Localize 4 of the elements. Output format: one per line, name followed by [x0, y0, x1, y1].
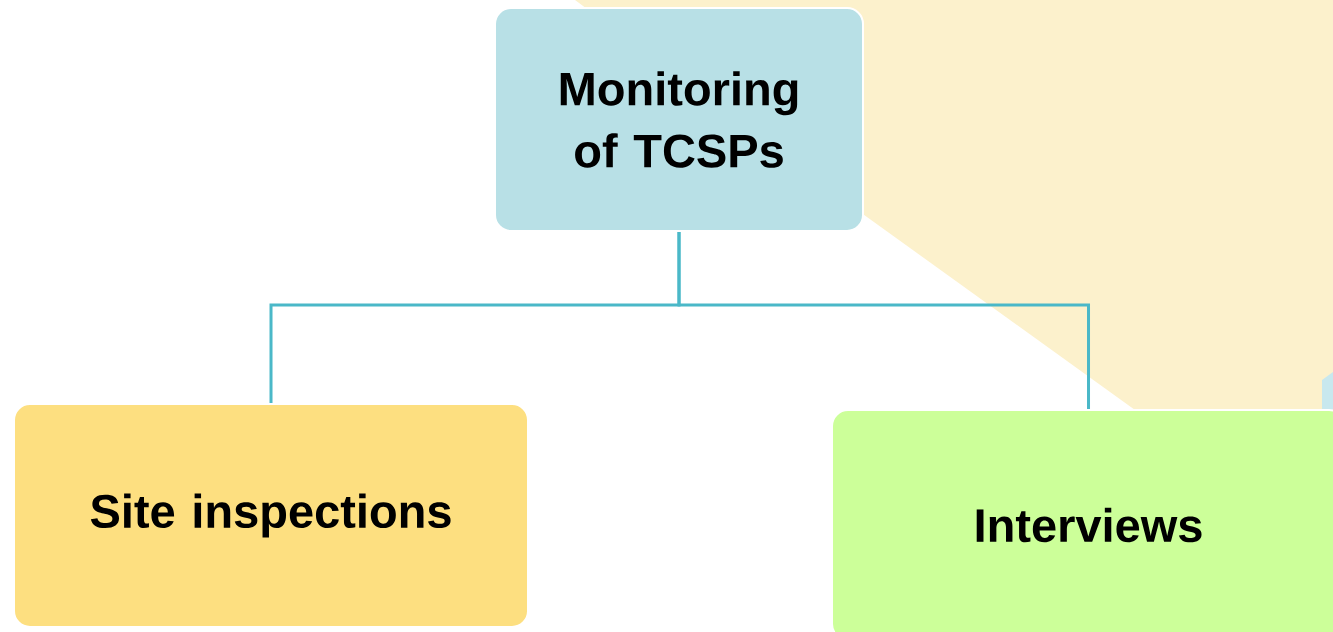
process-box: Monitoring of TCSPs — [494, 7, 864, 232]
process-box: Interviews — [831, 409, 1333, 632]
process-box: Site inspections — [13, 403, 529, 628]
connector-line — [677, 232, 1090, 409]
